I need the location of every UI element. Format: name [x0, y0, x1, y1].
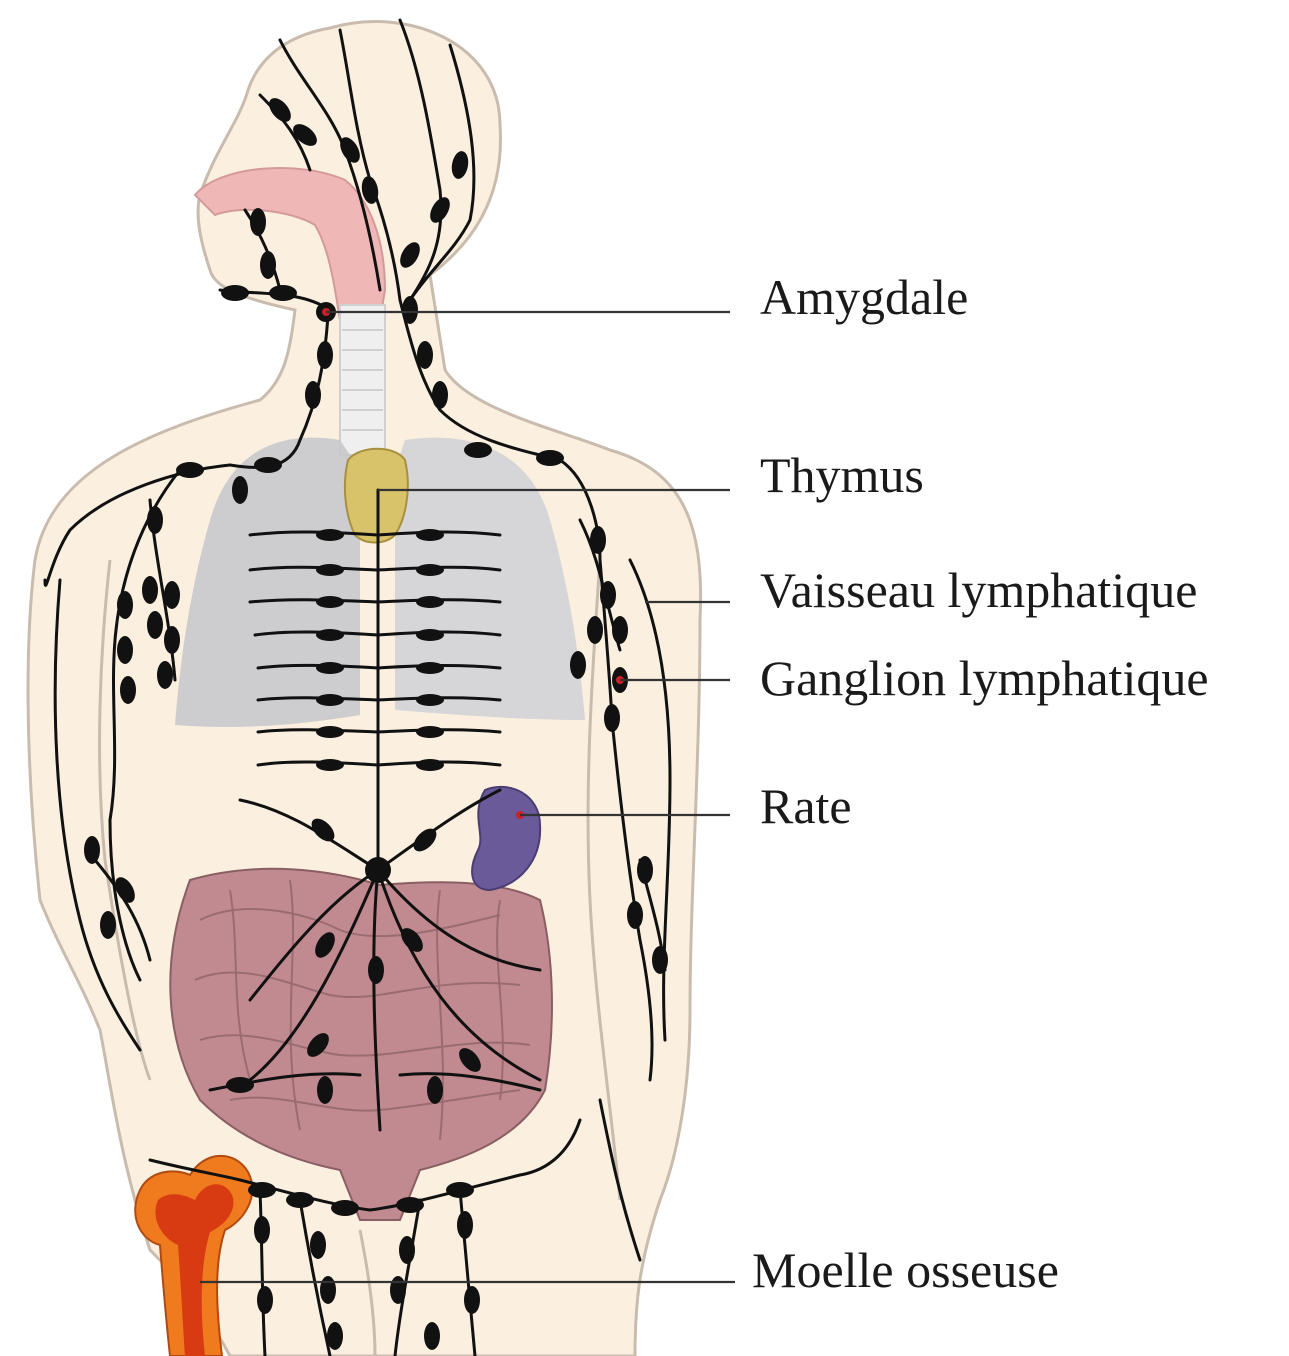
label-ganglion: Ganglion lymphatique	[760, 650, 1209, 706]
label-thymus: Thymus	[760, 447, 924, 503]
lymph-node	[416, 726, 444, 738]
lymph-node	[147, 611, 163, 639]
label-amygdale: Amygdale	[760, 269, 968, 325]
lymph-node	[464, 442, 492, 458]
lymph-node	[316, 529, 344, 541]
lymph-node	[316, 564, 344, 576]
lymph-node	[652, 946, 668, 974]
lymph-node	[142, 576, 158, 604]
lymph-node	[316, 629, 344, 641]
lymph-node	[464, 1286, 480, 1314]
lymph-node	[424, 1322, 440, 1350]
lymph-node	[157, 661, 173, 689]
label-moelle: Moelle osseuse	[752, 1242, 1059, 1298]
lymph-node	[226, 1077, 254, 1093]
lymph-node	[590, 526, 606, 554]
lymph-node	[269, 285, 297, 301]
lymph-node	[627, 901, 643, 929]
lymph-node	[317, 1076, 333, 1104]
lymph-node	[84, 836, 100, 864]
lymph-node	[390, 1276, 406, 1304]
lymph-node	[536, 450, 564, 466]
lymph-node	[317, 341, 333, 369]
lymph-node	[164, 626, 180, 654]
lymph-node	[432, 381, 448, 409]
lymph-node	[250, 208, 266, 236]
lymph-node	[327, 1322, 343, 1350]
lymph-node	[570, 651, 586, 679]
label-rate: Rate	[760, 778, 852, 834]
label-vaisseau: Vaisseau lymphatique	[760, 562, 1197, 618]
lymph-node	[117, 636, 133, 664]
lymph-node	[316, 759, 344, 771]
lymph-node	[286, 1192, 314, 1208]
lymph-node	[416, 694, 444, 706]
lymph-node	[305, 381, 321, 409]
trachea	[340, 305, 385, 455]
lymph-node	[368, 956, 384, 984]
lymph-node	[147, 506, 163, 534]
lymph-node	[254, 457, 282, 473]
lymph-node	[457, 1211, 473, 1239]
lymph-node	[232, 476, 248, 504]
lymph-node	[587, 616, 603, 644]
lymph-node	[310, 1231, 326, 1259]
lymph-node	[604, 704, 620, 732]
lymph-node	[316, 694, 344, 706]
lymph-node	[446, 1182, 474, 1198]
lymph-node	[416, 662, 444, 674]
lymph-node	[612, 616, 628, 644]
lymph-node	[260, 251, 276, 279]
lymph-node	[257, 1286, 273, 1314]
lymph-node	[331, 1200, 359, 1216]
lymph-node	[316, 726, 344, 738]
lymph-node	[176, 462, 204, 478]
lymph-node	[416, 529, 444, 541]
lymph-node	[117, 591, 133, 619]
lymph-node	[637, 856, 653, 884]
lymph-node	[365, 857, 391, 883]
lymph-node	[427, 1076, 443, 1104]
lymph-node	[416, 629, 444, 641]
lymph-node	[100, 911, 116, 939]
lymph-node	[320, 1276, 336, 1304]
lymph-node	[416, 759, 444, 771]
lymph-node	[316, 662, 344, 674]
lymph-node	[417, 341, 433, 369]
lymph-node	[416, 564, 444, 576]
lymph-node	[402, 296, 418, 324]
thymus-organ	[345, 449, 408, 543]
lymph-node	[600, 581, 616, 609]
lymph-node	[254, 1216, 270, 1244]
lymph-node	[120, 676, 136, 704]
lymph-node	[416, 596, 444, 608]
lymph-node	[316, 596, 344, 608]
lymph-node	[248, 1182, 276, 1198]
lymph-node	[396, 1197, 424, 1213]
lymph-node	[399, 1236, 415, 1264]
lymph-node	[164, 581, 180, 609]
lymph-node	[221, 285, 249, 301]
